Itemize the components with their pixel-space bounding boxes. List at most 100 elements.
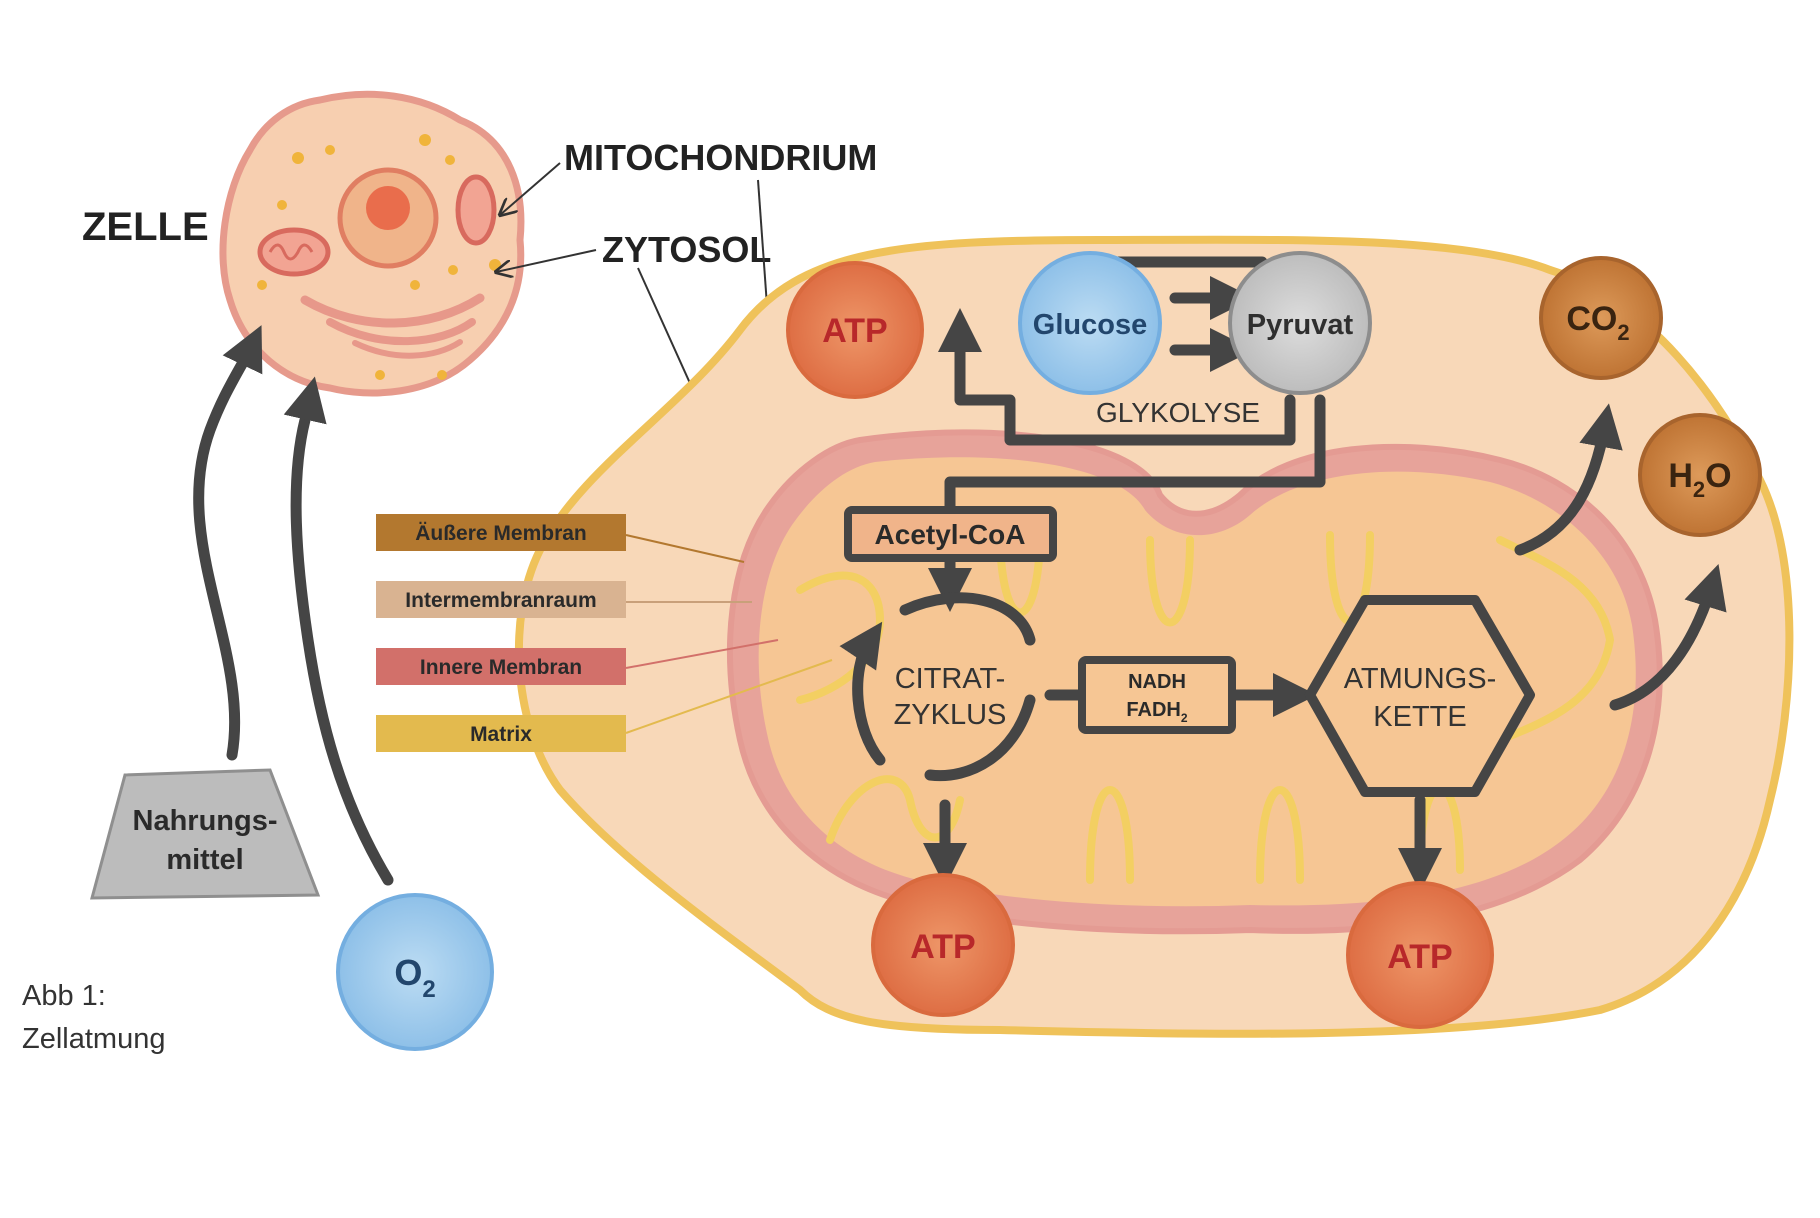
glucose-label: Glucose	[1033, 309, 1147, 341]
nadh-fadh-box: NADH FADH2	[1078, 656, 1236, 734]
er-membrane-1	[300, 293, 485, 328]
granule	[325, 145, 335, 155]
h2o-label-sub: 2	[1693, 477, 1705, 502]
cell-mito-right	[455, 174, 497, 246]
h2o-molecule: H2O	[1638, 413, 1762, 537]
co2-label: CO2	[1566, 300, 1629, 345]
food-label-line1: Nahrungs-	[133, 805, 278, 837]
atp-molecule-glycolysis: ATP	[786, 261, 924, 399]
glycolyse-label: GLYKOLYSE	[1096, 397, 1260, 428]
legend-label: Matrix	[470, 723, 532, 746]
pyruvat-label: Pyruvat	[1247, 309, 1354, 341]
fadh-label-sub: 2	[1181, 711, 1188, 725]
nucleolus	[366, 186, 410, 230]
oxygen-circle	[336, 893, 494, 1051]
food-label-line2: mittel	[166, 844, 243, 876]
granule	[489, 259, 501, 271]
cell-mito-left-cristae	[268, 243, 314, 261]
atp-circle	[1346, 881, 1494, 1029]
mitochondrium-label: MITOCHONDRIUM	[564, 137, 877, 178]
nadh-label: NADH	[1128, 671, 1186, 693]
atp-label: ATP	[910, 928, 975, 966]
nadh-fadh-rect	[1078, 656, 1236, 734]
oxygen-label-main: O	[394, 952, 422, 993]
pyruvat-molecule: Pyruvat	[1228, 251, 1372, 395]
granule	[419, 134, 431, 146]
citrat-label-line1: CITRAT-	[895, 663, 1006, 695]
legend-connectors	[625, 534, 833, 734]
atmungskette-shape	[1305, 595, 1535, 797]
granule	[292, 152, 304, 164]
cell-illustration	[219, 90, 525, 397]
legend-label: Äußere Membran	[415, 522, 587, 545]
pointer-mito-cell	[500, 162, 561, 215]
caption-line2: Zellatmung	[22, 1023, 165, 1055]
reaction-arrows	[858, 256, 1727, 892]
legend-label: Intermembranraum	[405, 589, 596, 612]
h2o-label-h: H	[1668, 457, 1693, 495]
citrat-cycle-ring	[858, 592, 1036, 782]
granule	[448, 265, 458, 275]
granule	[257, 280, 267, 290]
legend-connector-outer	[625, 534, 745, 563]
h2o-label: H2O	[1668, 457, 1731, 502]
input-arrows	[193, 325, 394, 886]
pyruvat-circle	[1228, 251, 1372, 395]
atp-molecule-atmung: ATP	[1346, 881, 1494, 1029]
granule	[410, 280, 420, 290]
food-block: Nahrungs- mittel	[90, 768, 321, 900]
pointer-zytosol-cell	[496, 249, 597, 272]
granule	[277, 200, 287, 210]
legend-label: Innere Membran	[420, 656, 582, 679]
atmung-label-line2: KETTE	[1373, 701, 1466, 733]
legend-swatch	[376, 648, 626, 685]
cell-title: ZELLE	[82, 205, 209, 249]
h2o-circle	[1638, 413, 1762, 537]
legend-swatch	[376, 581, 626, 618]
legend-item-intermembrane: Intermembranraum	[376, 581, 626, 618]
glucose-molecule: Glucose	[1018, 251, 1162, 395]
granule	[375, 370, 385, 380]
pyruvat-to-acetyl-arrow	[944, 394, 1326, 516]
food-trapezoid	[90, 768, 321, 900]
oxygen-molecule: O2	[336, 893, 494, 1051]
cell-mito-left	[257, 227, 331, 277]
legend-connector-inner	[625, 639, 779, 669]
fadh-label-main: FADH	[1126, 699, 1180, 721]
co2-label-sub: 2	[1617, 320, 1629, 345]
atp-molecule-citrat: ATP	[871, 873, 1015, 1017]
granule	[437, 370, 447, 380]
fadh-label: FADH2	[1126, 699, 1187, 725]
citrat-label-line2: ZYKLUS	[894, 699, 1007, 731]
oxygen-arrow	[283, 376, 394, 886]
legend-swatch	[376, 715, 626, 752]
food-arrow	[193, 325, 263, 761]
oxygen-label-sub: 2	[422, 976, 435, 1003]
co2-molecule: CO2	[1539, 256, 1663, 380]
atp-circle	[871, 873, 1015, 1017]
acetyl-coa-label: Acetyl-CoA	[875, 519, 1026, 550]
glucose-circle	[1018, 251, 1162, 395]
legend-swatch	[376, 514, 626, 551]
granule	[445, 155, 455, 165]
er-membrane-3	[352, 339, 463, 359]
legend-item-outer-membrane: Äußere Membran	[376, 514, 626, 551]
atmung-to-co2-arrow	[1514, 403, 1623, 556]
co2-label-main: CO	[1566, 300, 1617, 338]
legend-connector-matrix	[625, 659, 833, 734]
atp-label: ATP	[822, 312, 887, 350]
legend-item-inner-membrane: Innere Membran	[376, 648, 626, 685]
oxygen-label: O2	[394, 952, 435, 1003]
atmungskette-hexagon: ATMUNGS- KETTE	[1305, 595, 1535, 797]
acetyl-coa-box: Acetyl-CoA	[844, 506, 1057, 562]
er-membrane-2	[326, 318, 476, 346]
atp-circle	[786, 261, 924, 399]
acetyl-coa-rect	[844, 506, 1057, 562]
caption-line1: Abb 1:	[22, 980, 106, 1012]
legend: Äußere Membran Intermembranraum Innere M…	[376, 514, 833, 752]
zytosol-label: ZYTOSOL	[602, 229, 771, 270]
co2-circle	[1539, 256, 1663, 380]
atmung-to-h2o-arrow	[1609, 563, 1727, 711]
